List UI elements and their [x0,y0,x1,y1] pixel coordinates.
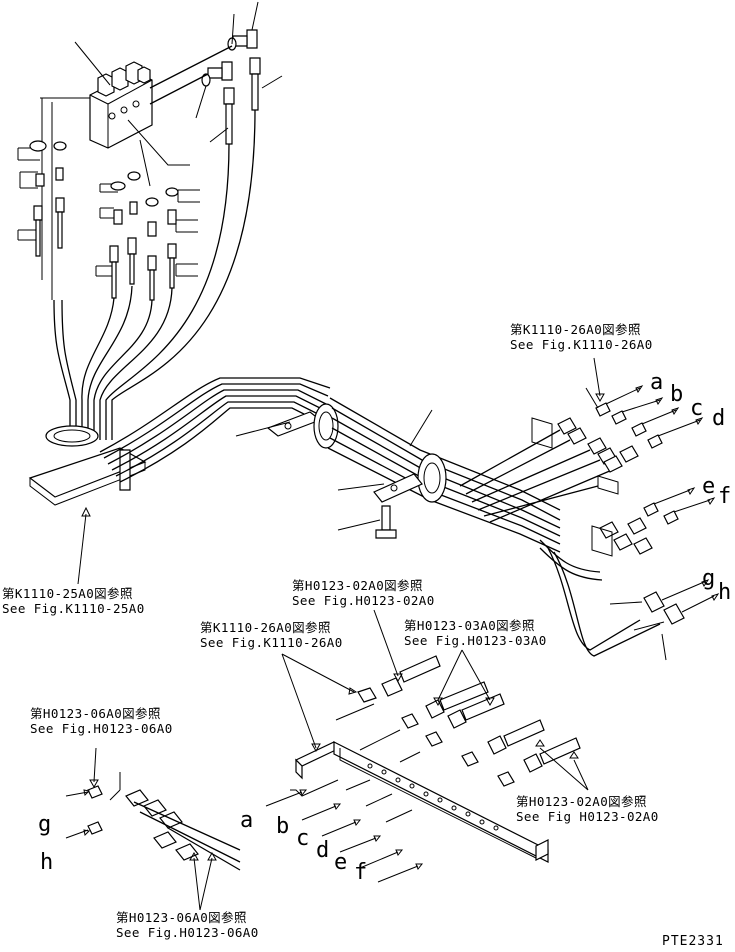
drawing-code: PTE2331 [662,934,724,949]
port-label-e-lower: e [334,850,348,875]
lower-leader-arrows [265,789,424,883]
reference-en: See Fig.H0123-06A0 [30,721,173,736]
reference-jp: 第H0123-06A0図参照 [116,910,247,925]
reference-en: See Fig.H0123-03A0 [404,633,547,648]
reference-en: See Fig.K1110-25A0 [2,601,145,616]
upper-port-fittings [459,385,720,661]
reference-k1110-26a0-top: 第K1110-26A0図参照 See Fig.K1110-26A0 [510,322,653,352]
port-label-g-left: g [38,812,52,837]
reference-jp: 第K1110-25A0図参照 [2,586,133,601]
port-label-c-upper: c [690,396,704,421]
port-label-h-upper: h [718,580,732,605]
reference-h0123-03a0: 第H0123-03A0図参照 See Fig.H0123-03A0 [404,618,547,648]
port-label-b-lower: b [276,814,290,839]
reference-jp: 第K1110-26A0図参照 [510,322,641,337]
port-label-d-lower: d [316,838,330,863]
reference-h0123-02a0-right: 第H0123-02A0図参照 See Fig H0123-02A0 [516,794,659,824]
reference-jp: 第H0123-02A0図参照 [292,578,423,593]
reference-h0123-06a0-bottom: 第H0123-06A0図参照 See Fig.H0123-06A0 [116,910,259,940]
reference-en: See Fig.H0123-02A0 [292,593,435,608]
reference-h0123-02a0-top: 第H0123-02A0図参照 See Fig.H0123-02A0 [292,578,435,608]
port-label-e-upper: e [702,474,716,499]
port-label-a-lower: a [240,808,254,833]
port-label-a-upper: a [650,370,664,395]
reference-en: See Fig.K1110-26A0 [200,635,343,650]
port-label-d-upper: d [712,406,726,431]
reference-jp: 第K1110-26A0図参照 [200,620,331,635]
reference-jp: 第H0123-02A0図参照 [516,794,647,809]
reference-en: See Fig H0123-02A0 [516,809,659,824]
port-label-h-left: h [40,850,54,875]
port-label-g-upper: g [702,566,716,591]
reference-leaders [77,357,605,911]
hose-bundle [28,109,561,553]
reference-k1110-25a0: 第K1110-25A0図参照 See Fig.K1110-25A0 [2,586,145,616]
reference-h0123-06a0-left: 第H0123-06A0図参照 See Fig.H0123-06A0 [30,706,173,736]
port-label-b-upper: b [670,382,684,407]
reference-en: See Fig.K1110-26A0 [510,337,653,352]
bracket-assembly [290,655,581,863]
reference-jp: 第H0123-06A0図参照 [30,706,161,721]
left-fitting-group [17,97,200,301]
upper-elbow-fittings [149,1,283,145]
valve-block [74,41,153,149]
port-label-f-upper: f [718,484,732,509]
port-label-f-lower: f [354,860,368,885]
left-manifold [65,772,241,871]
port-label-c-lower: c [296,826,310,851]
reference-en: See Fig.H0123-06A0 [116,925,259,940]
reference-k1110-26a0-mid: 第K1110-26A0図参照 See Fig.K1110-26A0 [200,620,343,650]
reference-jp: 第H0123-03A0図参照 [404,618,535,633]
